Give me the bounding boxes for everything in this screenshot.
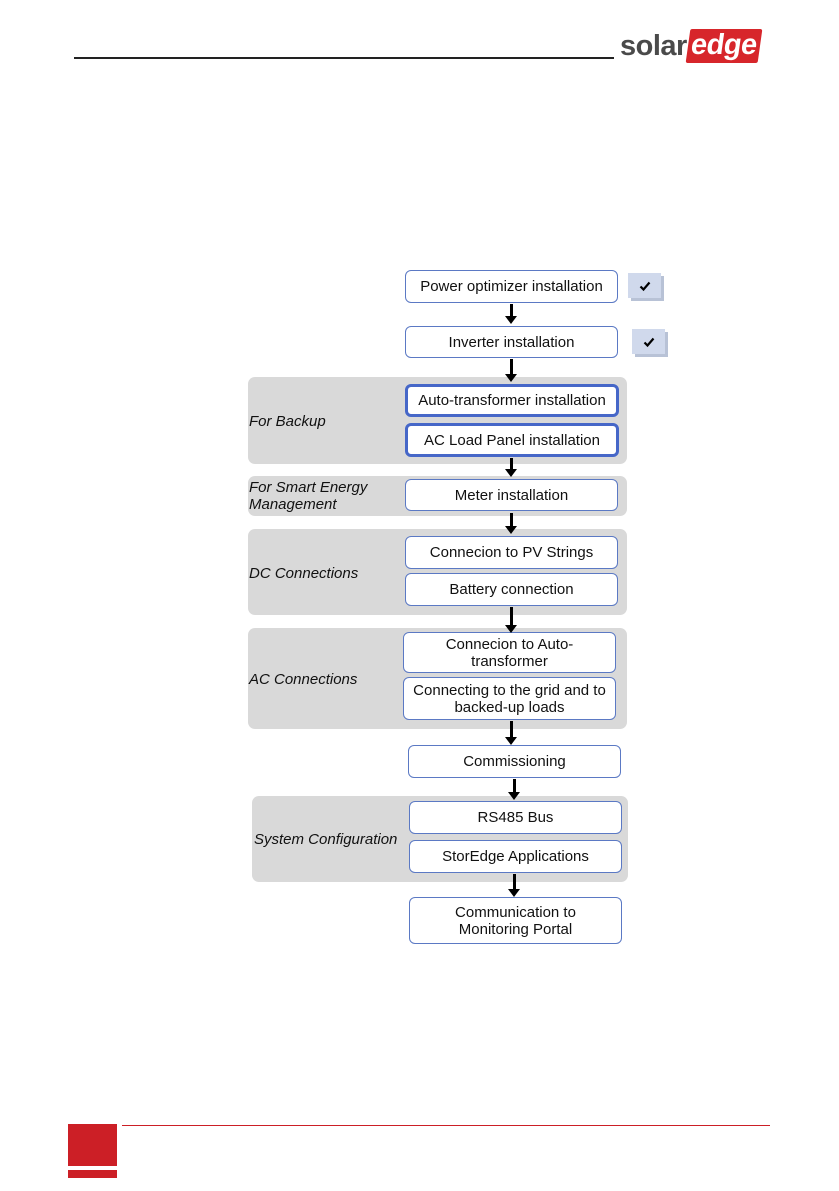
step-pv-strings-connection: Connecion to PV Strings	[405, 536, 618, 569]
group-label-ac: AC Connections	[249, 671, 358, 688]
flow-arrow	[505, 721, 517, 745]
flow-arrow	[508, 874, 520, 897]
group-label-dc: DC Connections	[249, 565, 359, 582]
check-inverter	[632, 329, 665, 354]
step-monitoring-line1: Communication to	[455, 903, 576, 921]
step-power-optimizer-installation: Power optimizer installation	[405, 270, 618, 303]
group-label-smart-energy-line1: For Smart Energy	[249, 479, 368, 496]
step-monitoring-portal-communication: Communication to Monitoring Portal	[409, 897, 622, 944]
step-commissioning: Commissioning	[408, 745, 621, 778]
step-storedge-applications: StorEdge Applications	[409, 840, 622, 873]
flow-arrow	[505, 304, 517, 324]
flow-arrow	[505, 607, 517, 633]
check-power-optimizer	[628, 273, 661, 298]
step-auto-transformer-connection-line2: transformer	[471, 652, 548, 670]
flow-arrow	[505, 513, 517, 534]
footer-rule	[122, 1125, 770, 1126]
group-label-system-config: System Configuration	[254, 831, 398, 848]
step-monitoring-line2: Monitoring Portal	[458, 920, 573, 938]
checkmark-icon	[639, 281, 650, 291]
step-ac-load-panel-installation: AC Load Panel installation	[405, 423, 619, 457]
footer-red-block	[68, 1124, 117, 1166]
footer-red-strip	[68, 1170, 117, 1178]
step-grid-connection: Connecting to the grid and to backed-up …	[403, 677, 616, 720]
step-auto-transformer-connection: Connecion to Auto- transformer	[403, 632, 616, 673]
flow-arrow	[505, 458, 517, 477]
flow-arrow	[508, 779, 520, 800]
logo-text-solar: solar	[620, 29, 687, 62]
step-rs485-bus: RS485 Bus	[409, 801, 622, 834]
step-auto-transformer-connection-line1: Connecion to Auto-	[445, 635, 574, 653]
step-grid-connection-line2: backed-up loads	[454, 698, 565, 716]
step-grid-connection-line1: Connecting to the grid and to	[413, 681, 606, 699]
group-label-smart-energy-line2: Management	[249, 496, 337, 513]
step-inverter-installation: Inverter installation	[405, 326, 618, 358]
step-auto-transformer-installation: Auto-transformer installation	[405, 384, 619, 417]
logo-text-edge: edge	[685, 29, 762, 63]
step-meter-installation: Meter installation	[405, 479, 618, 511]
group-label-backup: For Backup	[249, 413, 326, 430]
step-battery-connection: Battery connection	[405, 573, 618, 606]
checkmark-icon	[643, 337, 654, 347]
group-label-smart-energy: For Smart Energy Management	[249, 479, 367, 513]
flow-arrow	[505, 359, 517, 382]
header-rule	[74, 57, 614, 59]
